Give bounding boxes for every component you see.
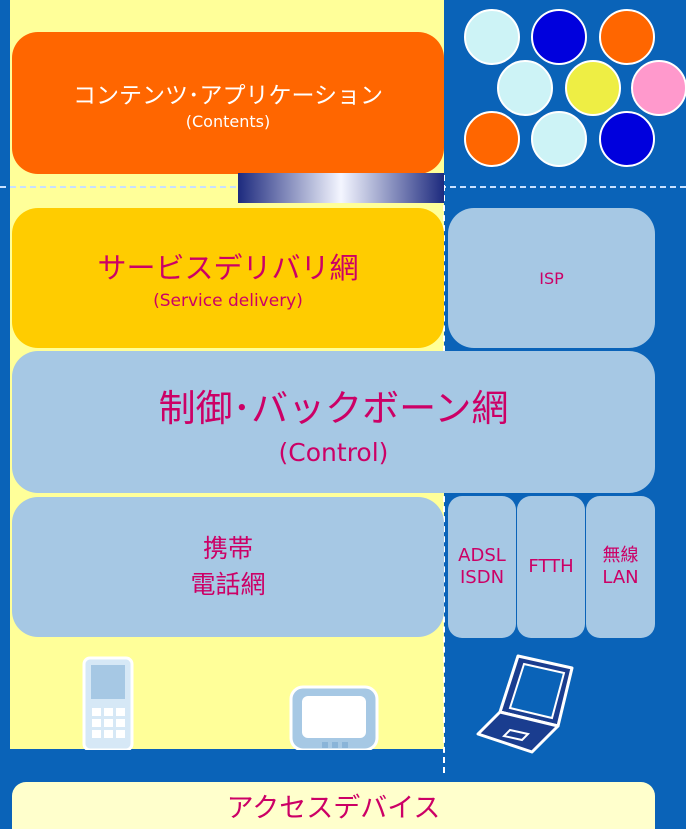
isp-layer: ISP xyxy=(448,208,655,348)
service-delivery-sublabel: (Service delivery) xyxy=(153,291,303,311)
circle-blue xyxy=(599,111,655,167)
contents-application-layer: コンテンツ･アプリケーション (Contents) xyxy=(12,32,444,174)
wireless-label-line1: 無線 xyxy=(602,545,639,566)
mobile-label-line1: 携帯 xyxy=(202,534,253,563)
access-devices-label: アクセスデバイス xyxy=(226,793,441,824)
mobile-label-line2: 電話網 xyxy=(190,570,266,599)
isp-label: ISP xyxy=(539,268,564,288)
contents-sublabel: (Contents) xyxy=(185,111,271,131)
control-backbone-layer: 制御･バックボーン網 (Control) xyxy=(12,351,655,493)
access-devices-bar: アクセスデバイス xyxy=(12,782,655,829)
circle-pink xyxy=(631,60,686,116)
circle-yellow xyxy=(565,60,621,116)
contents-label: コンテンツ･アプリケーション xyxy=(72,82,384,109)
ftth-label: FTTH xyxy=(528,556,574,577)
isdn-label: ISDN xyxy=(459,567,505,588)
control-label: 制御･バックボーン網 xyxy=(158,386,509,430)
ftth-access: FTTH xyxy=(517,496,585,638)
mobile-network-layer: 携帯 電話網 xyxy=(12,497,444,637)
circle-light-cyan xyxy=(497,60,553,116)
circle-blue xyxy=(531,9,587,65)
wireless-label-line2: LAN xyxy=(602,567,639,588)
wireless-lan-access: 無線 LAN xyxy=(586,496,655,638)
circle-orange xyxy=(599,9,655,65)
terminal-icon xyxy=(289,685,379,750)
laptop-icon xyxy=(476,654,574,754)
circle-light-cyan xyxy=(531,111,587,167)
adsl-isdn-access: ADSL ISDN xyxy=(448,496,516,638)
control-sublabel: (Control) xyxy=(278,437,389,467)
mobile-phone-icon xyxy=(82,656,134,750)
layer-connector-bar xyxy=(238,173,444,203)
service-delivery-layer: サービスデリバリ網 (Service delivery) xyxy=(12,208,444,348)
service-delivery-label: サービスデリバリ網 xyxy=(97,251,359,285)
circle-light-cyan xyxy=(464,9,520,65)
circle-orange xyxy=(464,111,520,167)
adsl-label: ADSL xyxy=(458,545,506,566)
